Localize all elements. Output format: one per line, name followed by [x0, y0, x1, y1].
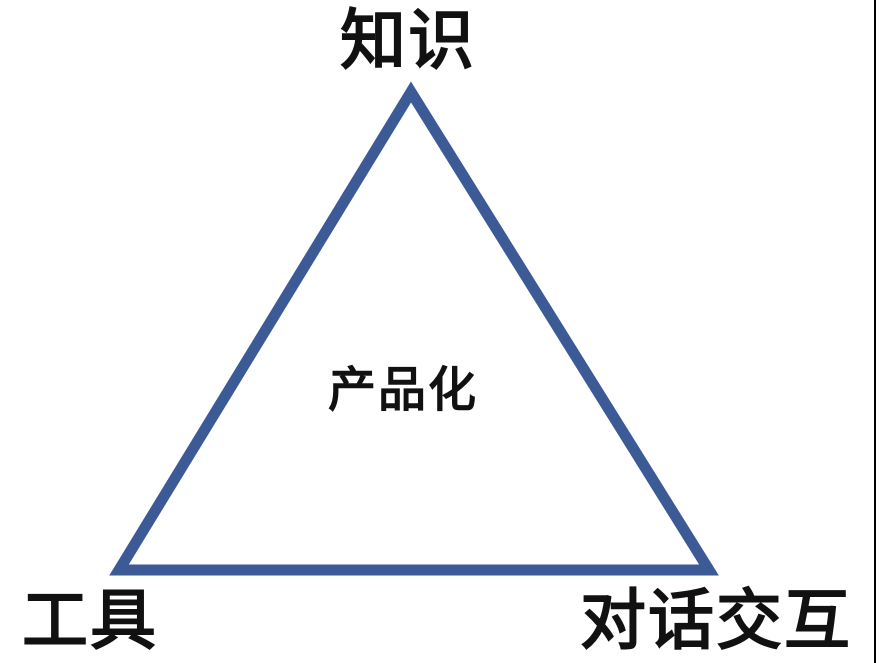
left-vertex-label: 工具 [22, 582, 158, 659]
triangle-outline [109, 81, 719, 576]
center-label: 产品化 [328, 362, 479, 418]
right-border-line [874, 0, 876, 663]
right-vertex-label: 对话交互 [580, 582, 852, 659]
top-vertex-label: 知识 [340, 2, 476, 79]
